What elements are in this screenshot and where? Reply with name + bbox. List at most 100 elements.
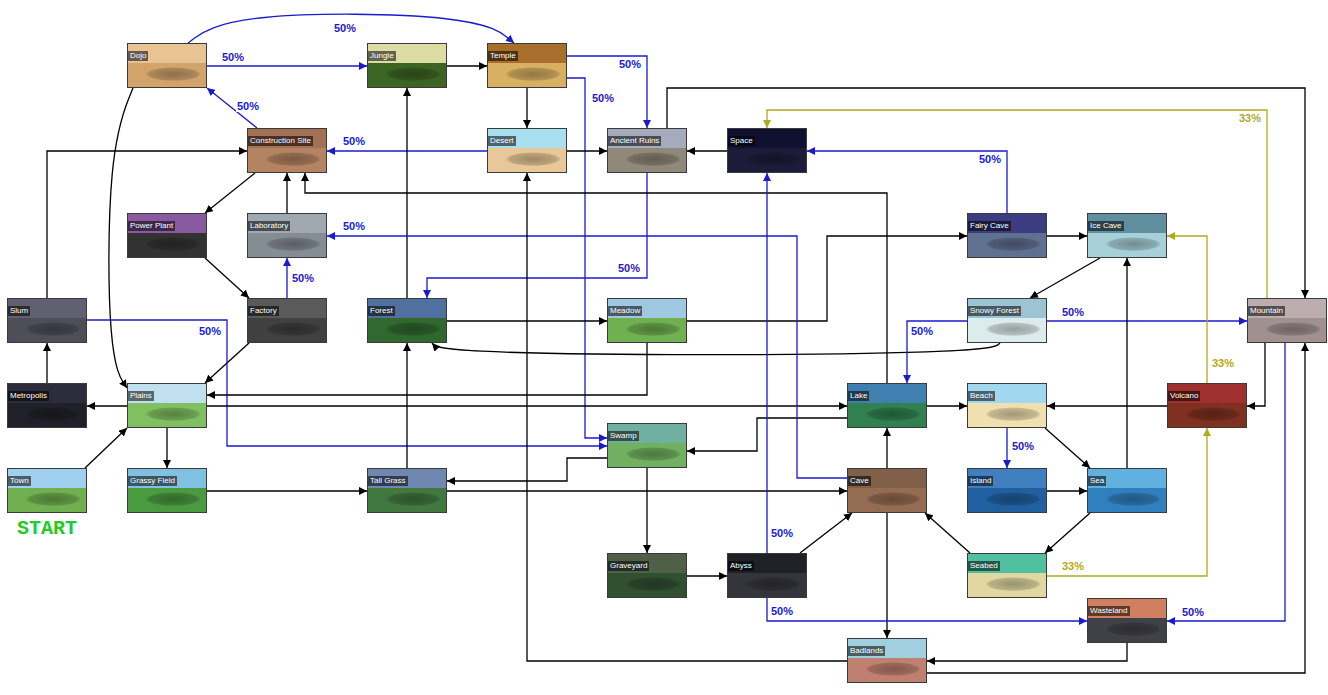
location-box: Ice Cave — [1087, 213, 1167, 258]
location-name: Swamp — [608, 431, 639, 441]
location-box: Forest — [367, 298, 447, 343]
location-box: Graveyard — [607, 553, 687, 598]
probability-label: 50% — [1181, 606, 1205, 618]
transition-arrow — [927, 405, 967, 406]
location-box: Dojo — [127, 43, 207, 88]
location-box: Swamp — [607, 423, 687, 468]
location-name: Abyss — [728, 561, 754, 571]
probability-label: 50% — [333, 22, 357, 34]
location-box: Temple — [487, 43, 567, 88]
probability-label: 33% — [1238, 112, 1262, 124]
location-box: Power Plant — [127, 213, 207, 258]
location-name: Dojo — [128, 51, 148, 61]
location-name: Ancient Ruins — [608, 136, 661, 146]
location-name: Ice Cave — [1088, 221, 1124, 231]
transition-arrow — [406, 343, 407, 468]
transition-arrow — [1030, 258, 1100, 298]
probability-label: 33% — [1061, 560, 1085, 572]
location-name: Snowy Forest — [968, 306, 1021, 316]
transition-arrow — [1247, 343, 1265, 406]
transition-arrow — [687, 575, 727, 576]
location-name: Volcano — [1168, 391, 1200, 401]
location-box: Volcano — [1167, 383, 1247, 428]
transition-arrow — [1006, 428, 1007, 468]
transition-arrow — [87, 405, 127, 406]
probability-label: 50% — [978, 153, 1002, 165]
transition-arrow — [800, 513, 852, 553]
transition-arrow — [1167, 236, 1207, 383]
location-name: Sea — [1088, 476, 1106, 486]
location-name: Seabed — [968, 561, 1000, 571]
location-box: Metropolis — [7, 383, 87, 428]
location-name: Factory — [248, 306, 279, 316]
transition-arrow — [207, 490, 367, 491]
location-name: Badlands — [848, 646, 885, 656]
location-name: Forest — [368, 306, 395, 316]
transition-arrow — [1047, 428, 1207, 576]
transition-arrow — [567, 150, 607, 151]
location-box: Town — [7, 468, 87, 513]
location-box: Badlands — [847, 638, 927, 683]
location-name: Metropolis — [8, 391, 49, 401]
location-name: Town — [8, 476, 31, 486]
location-box: Jungle — [367, 43, 447, 88]
transition-arrow — [166, 428, 167, 468]
location-name: Grassy Field — [128, 476, 177, 486]
location-box: Snowy Forest — [967, 298, 1047, 343]
transition-arrow — [1047, 320, 1247, 321]
probability-label: 50% — [910, 325, 934, 337]
transition-arrow — [687, 236, 967, 321]
location-name: Wasteland — [1088, 606, 1130, 616]
transition-arrow — [305, 173, 887, 383]
location-box: Meadow — [607, 298, 687, 343]
location-name: Temple — [488, 51, 518, 61]
location-box: Laboratory — [247, 213, 327, 258]
transition-arrow — [447, 65, 487, 66]
location-box: Factory — [247, 298, 327, 343]
location-name: Lake — [848, 391, 869, 401]
location-name: Fairy Cave — [968, 221, 1011, 231]
location-box: Grassy Field — [127, 468, 207, 513]
location-name: Graveyard — [608, 561, 649, 571]
location-name: Plains — [128, 391, 154, 401]
location-box: Slum — [7, 298, 87, 343]
probability-label: 50% — [198, 325, 222, 337]
transition-arrow — [526, 88, 527, 128]
probability-label: 50% — [770, 605, 794, 617]
transition-arrow — [205, 258, 249, 298]
location-box: Construction Site — [247, 128, 327, 173]
location-name: Construction Site — [248, 136, 313, 146]
transition-arrow — [927, 643, 1127, 661]
transition-arrow — [766, 173, 767, 553]
transition-arrow — [207, 65, 367, 66]
transition-arrow — [205, 173, 255, 213]
location-box: Abyss — [727, 553, 807, 598]
transition-arrow — [886, 428, 887, 468]
probability-label: 50% — [291, 272, 315, 284]
location-name: Island — [968, 476, 993, 486]
probability-label: 50% — [591, 92, 615, 104]
transition-arrow — [87, 320, 607, 446]
transition-arrow — [567, 56, 647, 128]
location-box: Beach — [967, 383, 1047, 428]
start-marker: START — [17, 517, 77, 540]
location-name: Space — [728, 136, 755, 146]
probability-label: 50% — [1011, 440, 1035, 452]
probability-label: 50% — [770, 527, 794, 539]
location-name: Beach — [968, 391, 995, 401]
location-name: Mountain — [1248, 306, 1285, 316]
probability-label: 50% — [221, 51, 245, 63]
transition-arrow — [1045, 513, 1090, 553]
transition-arrow — [807, 151, 1007, 213]
transition-arrow — [687, 150, 727, 151]
transition-arrow — [1047, 235, 1087, 236]
location-box: Plains — [127, 383, 207, 428]
transition-arrow — [527, 173, 847, 661]
transition-arrow — [46, 343, 47, 383]
transition-arrow — [1047, 405, 1167, 406]
transition-arrow — [886, 513, 887, 638]
location-name: Desert — [488, 136, 516, 146]
location-name: Meadow — [608, 306, 642, 316]
transition-arrow — [646, 468, 647, 553]
